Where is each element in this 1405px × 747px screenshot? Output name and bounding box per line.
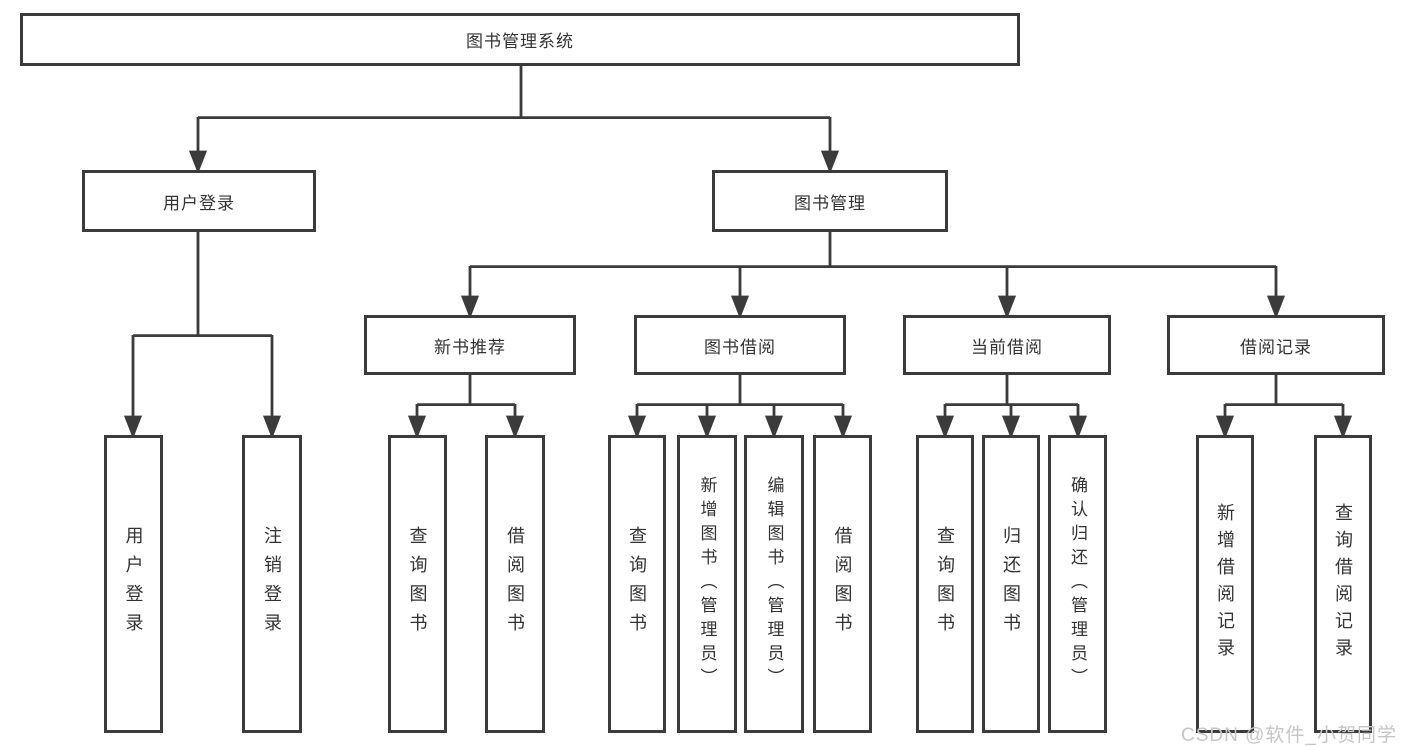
leaf-query-borrow-record: 查询借阅记录 xyxy=(1314,435,1372,733)
leaf-return-books: 归还图书 xyxy=(982,435,1040,733)
node-user-login-label: 用户登录 xyxy=(163,193,235,213)
leaf-query-books-borrow: 查询图书 xyxy=(608,435,666,733)
leaf-query-borrow-record-label: 查询借阅记录 xyxy=(1333,503,1353,665)
leaf-query-books-current-label: 查询图书 xyxy=(935,526,955,642)
csdn-watermark: CSDN @软件_小贺同学 xyxy=(1181,725,1397,746)
leaf-user-login-label: 用户登录 xyxy=(123,526,144,642)
node-book-management: 图书管理 xyxy=(712,170,948,232)
leaf-borrow-books-recommend-label: 借阅图书 xyxy=(505,526,525,642)
node-user-login: 用户登录 xyxy=(82,170,316,232)
node-current-borrow: 当前借阅 xyxy=(903,315,1111,375)
node-borrow-records-label: 借阅记录 xyxy=(1240,337,1312,357)
node-book-borrow-label: 图书借阅 xyxy=(704,337,776,357)
node-book-management-label: 图书管理 xyxy=(794,193,866,213)
leaf-user-login: 用户登录 xyxy=(104,435,163,733)
node-root-system: 图书管理系统 xyxy=(20,13,1020,66)
leaf-add-books-admin: 新增图书（管理员） xyxy=(677,435,737,733)
leaf-query-books-borrow-label: 查询图书 xyxy=(627,526,647,642)
node-current-borrow-label: 当前借阅 xyxy=(971,337,1043,357)
leaf-add-books-admin-label: 新增图书（管理员） xyxy=(697,476,717,692)
node-new-book-recommend-label: 新书推荐 xyxy=(434,337,506,357)
leaf-borrow-books-label: 借阅图书 xyxy=(832,526,853,642)
leaf-edit-books-admin: 编辑图书（管理员） xyxy=(744,435,804,733)
leaf-logout: 注销登录 xyxy=(242,435,302,733)
leaf-borrow-books: 借阅图书 xyxy=(813,435,872,733)
leaf-confirm-return-admin-label: 确认归还（管理员） xyxy=(1068,476,1087,692)
leaf-add-borrow-record: 新增借阅记录 xyxy=(1196,435,1254,733)
leaf-return-books-label: 归还图书 xyxy=(1001,526,1021,642)
node-new-book-recommend: 新书推荐 xyxy=(364,315,576,375)
leaf-confirm-return-admin: 确认归还（管理员） xyxy=(1048,435,1107,733)
leaf-add-borrow-record-label: 新增借阅记录 xyxy=(1215,503,1235,665)
leaf-edit-books-admin-label: 编辑图书（管理员） xyxy=(764,476,784,692)
node-book-borrow: 图书借阅 xyxy=(634,315,846,375)
leaf-logout-label: 注销登录 xyxy=(262,526,282,642)
leaf-query-books-recommend-label: 查询图书 xyxy=(407,526,428,642)
leaf-borrow-books-recommend: 借阅图书 xyxy=(485,435,545,733)
leaf-query-books-recommend: 查询图书 xyxy=(388,435,447,733)
node-root-label: 图书管理系统 xyxy=(466,32,574,51)
node-borrow-records: 借阅记录 xyxy=(1167,315,1385,375)
leaf-query-books-current: 查询图书 xyxy=(916,435,974,733)
